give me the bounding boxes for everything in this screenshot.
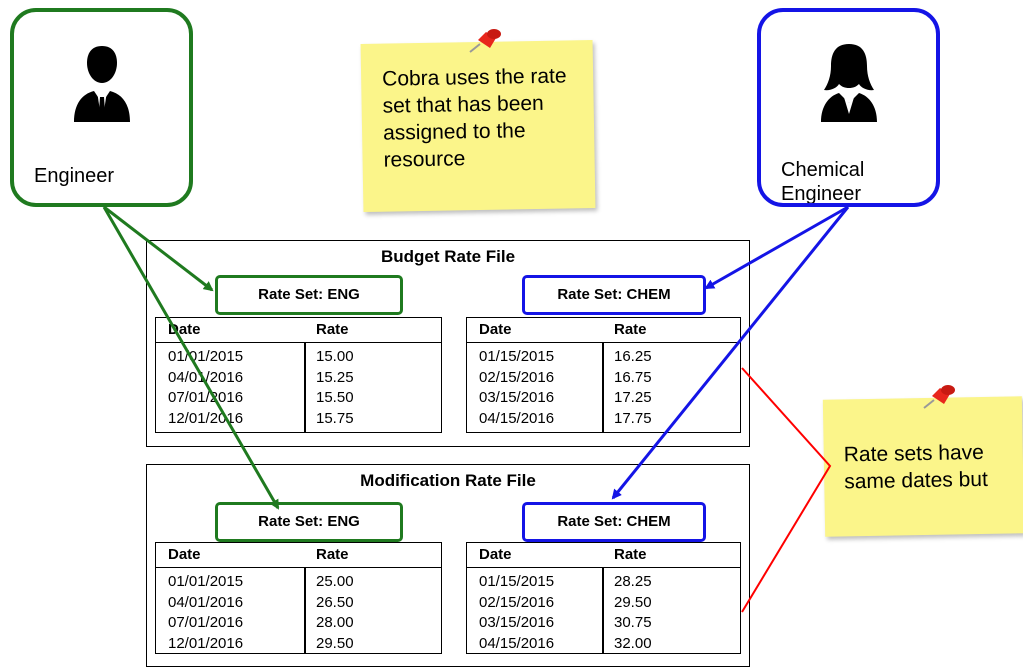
rate-set-label-chem: Rate Set: CHEM [522, 502, 706, 542]
rate-table-eng: Date Rate 01/01/2015 15.00 04/01/2016 15.2… [155, 317, 442, 433]
column-header-date: Date [479, 546, 512, 563]
table-row: 12/01/2016 29.50 [156, 634, 441, 655]
rate-cell: 29.50 [614, 593, 652, 611]
table-header: Date Rate [467, 318, 740, 343]
table-row: 01/15/2015 28.25 [467, 572, 740, 593]
table-row: 04/01/2016 26.50 [156, 593, 441, 614]
column-header-rate: Rate [614, 546, 647, 563]
column-divider [304, 343, 306, 432]
rate-table-chem: Date Rate 01/15/2015 16.25 02/15/2016 16.7… [466, 317, 741, 433]
rate-cell: 15.00 [316, 348, 354, 365]
date-cell: 04/15/2016 [479, 634, 555, 652]
callout-line [741, 367, 832, 613]
rate-set-label-eng: Rate Set: ENG [215, 275, 403, 315]
rate-cell: 30.75 [614, 614, 652, 631]
budget-rate-file: Budget Rate File Rate Set: ENG Rate Set:… [146, 240, 750, 447]
table-header: Date Rate [156, 543, 441, 568]
pushpin-icon [469, 29, 501, 53]
chemical-engineer-card: Chemical Engineer [757, 8, 940, 207]
table-row: 12/01/2016 15.75 [156, 409, 441, 430]
date-cell: 04/01/2016 [168, 368, 244, 386]
modification-rate-file: Modification Rate File Rate Set: ENG Rat… [146, 464, 750, 667]
table-row: 04/15/2016 32.00 [467, 634, 740, 655]
rate-cell: 28.25 [614, 573, 652, 590]
rate-cell: 16.25 [614, 348, 652, 365]
rate-set-label-chem: Rate Set: CHEM [522, 275, 706, 315]
table-row: 01/01/2015 25.00 [156, 572, 441, 593]
table-header: Date Rate [156, 318, 441, 343]
note-rate-sets-text: Rate sets have same dates but [843, 440, 989, 494]
date-cell: 03/15/2016 [479, 614, 555, 631]
rate-set-label-eng: Rate Set: ENG [215, 502, 403, 542]
rate-file-title: Modification Rate File [360, 471, 536, 490]
rate-cell: 32.00 [614, 634, 652, 652]
date-cell: 04/01/2016 [168, 593, 244, 611]
date-cell: 01/01/2015 [168, 573, 244, 590]
date-cell: 12/01/2016 [168, 409, 244, 427]
table-row: 04/15/2016 17.75 [467, 409, 740, 430]
table-row: 07/01/2016 15.50 [156, 388, 441, 409]
rate-cell: 15.75 [316, 409, 354, 427]
female-person-icon [820, 44, 877, 122]
table-row: 04/01/2016 15.25 [156, 368, 441, 389]
table-header: Date Rate [467, 543, 740, 568]
column-divider [304, 568, 306, 653]
table-row: 02/15/2016 16.75 [467, 368, 740, 389]
date-cell: 01/15/2015 [479, 348, 555, 365]
rate-cell: 17.25 [614, 389, 652, 406]
date-cell: 01/15/2015 [479, 573, 555, 590]
column-header-rate: Rate [316, 321, 349, 338]
column-header-rate: Rate [316, 546, 349, 563]
rate-cell: 25.00 [316, 573, 354, 590]
note-cobra-text: Cobra uses the rate set that has been as… [381, 64, 567, 172]
date-cell: 04/15/2016 [479, 409, 555, 427]
column-header-date: Date [479, 321, 512, 338]
column-header-rate: Rate [614, 321, 647, 338]
pushpin-icon [923, 385, 955, 409]
table-row: 03/15/2016 17.25 [467, 388, 740, 409]
column-divider [602, 568, 604, 653]
column-divider [602, 343, 604, 432]
rate-cell: 15.25 [316, 368, 354, 386]
date-cell: 07/01/2016 [168, 389, 244, 406]
date-cell: 12/01/2016 [168, 634, 244, 652]
date-cell: 02/15/2016 [479, 368, 555, 386]
rate-file-title: Budget Rate File [380, 247, 516, 266]
rate-cell: 15.50 [316, 389, 354, 406]
table-row: 07/01/2016 28.00 [156, 613, 441, 634]
table-row: 03/15/2016 30.75 [467, 613, 740, 634]
rate-cell: 29.50 [316, 634, 354, 652]
table-row: 01/15/2015 16.25 [467, 347, 740, 368]
date-cell: 03/15/2016 [479, 389, 555, 406]
date-cell: 07/01/2016 [168, 614, 244, 631]
rate-cell: 16.75 [614, 368, 652, 386]
sticky-note-cobra: Cobra uses the rate set that has been as… [360, 39, 596, 213]
column-header-date: Date [168, 321, 201, 338]
male-person-icon [73, 46, 130, 122]
rate-cell: 26.50 [316, 593, 354, 611]
engineer-card: Engineer [10, 8, 193, 207]
rate-cell: 17.75 [614, 409, 652, 427]
date-cell: 01/01/2015 [168, 348, 244, 365]
rate-table-chem: Date Rate 01/15/2015 28.25 02/15/2016 29.5… [466, 542, 741, 654]
table-row: 02/15/2016 29.50 [467, 593, 740, 614]
chemical-engineer-label: Chemical Engineer [781, 159, 865, 205]
table-row: 01/01/2015 15.00 [156, 347, 441, 368]
rate-cell: 28.00 [316, 614, 354, 631]
rate-table-eng: Date Rate 01/01/2015 25.00 04/01/2016 26.5… [155, 542, 442, 654]
engineer-label: Engineer [34, 165, 115, 187]
column-header-date: Date [168, 546, 201, 563]
sticky-note-rate-sets: Rate sets have same dates but [822, 396, 1023, 537]
date-cell: 02/15/2016 [479, 593, 555, 611]
